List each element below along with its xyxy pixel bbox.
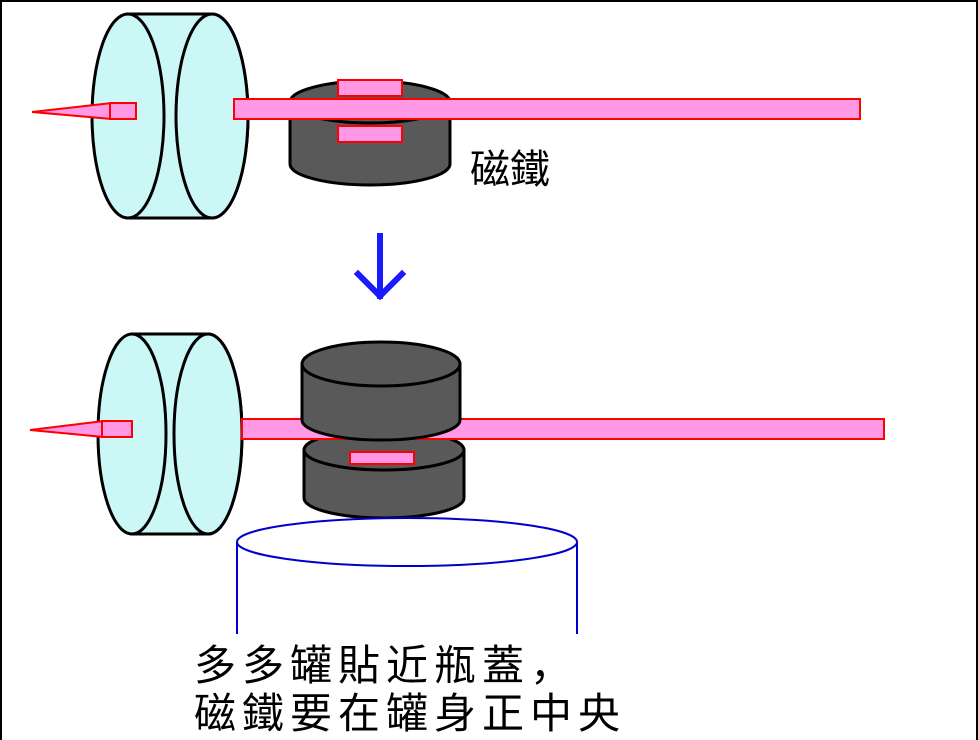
magnet-label: 磁鐵 [470, 147, 550, 193]
caption-line-2: 磁鐵要在罐身正中央 [194, 689, 627, 738]
top-rod-inner [109, 102, 137, 120]
bottle-outline [236, 517, 578, 634]
bottom-magnet-upper [300, 340, 462, 442]
caption: 多多罐貼近瓶蓋， 磁鐵要在罐身正中央 [194, 642, 626, 738]
bottom-magnet-tab [349, 451, 415, 465]
bottom-rod-inner [101, 420, 133, 438]
bottom-magnet-lower [302, 428, 466, 520]
top-rod [233, 98, 861, 120]
top-assembly [31, 12, 861, 220]
top-needle-tip [31, 101, 113, 121]
top-magnet-tab-lower [337, 125, 403, 143]
bottom-needle-tip [29, 419, 105, 439]
top-drum [90, 12, 250, 220]
bottom-assembly [29, 332, 885, 536]
top-magnet-tab-upper [337, 79, 403, 97]
caption-line-1: 多多罐貼近瓶蓋， [194, 641, 579, 690]
down-arrow-icon [353, 233, 407, 301]
